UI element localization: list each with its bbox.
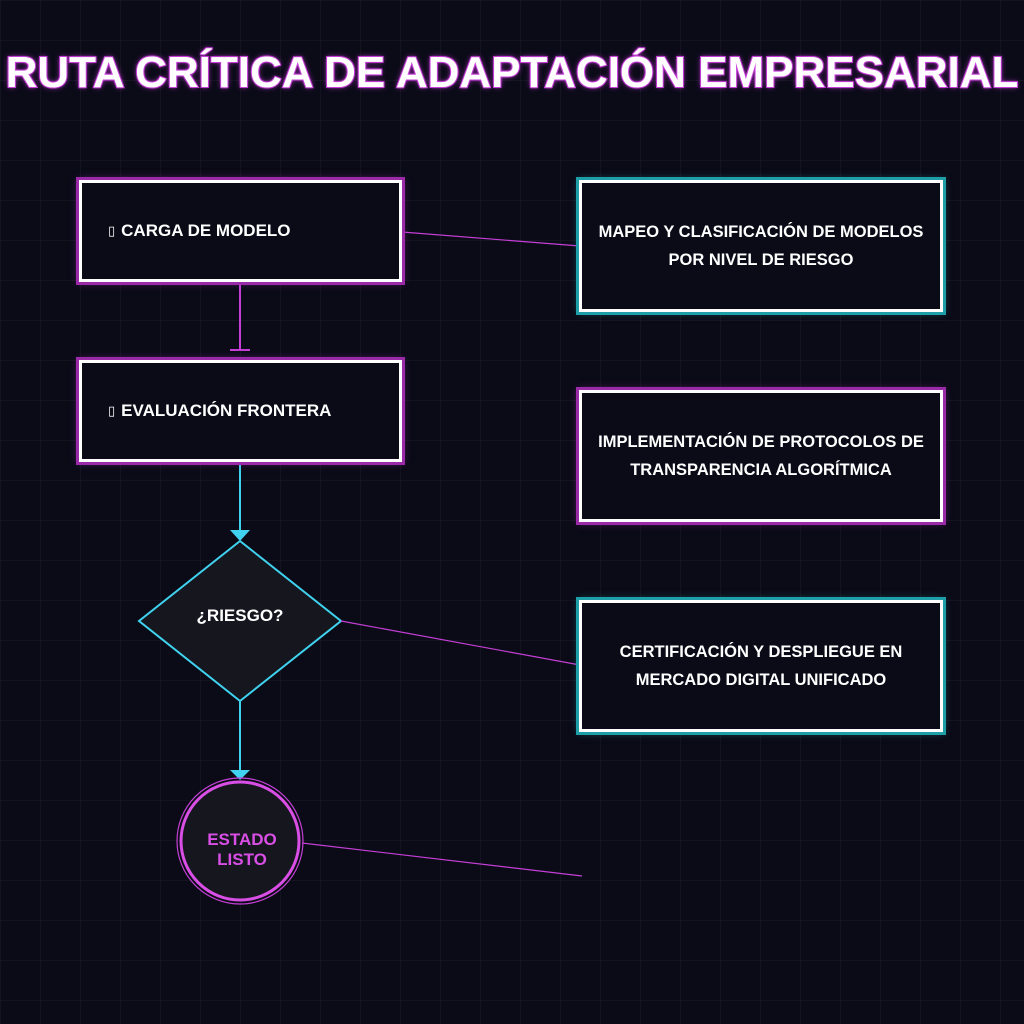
- doc-icon: ▯: [108, 223, 116, 238]
- info-transparency[interactable]: IMPLEMENTACIÓN DE PROTOCOLOS DE TRANSPAR…: [579, 390, 943, 522]
- arrowhead-eval-to-decision: [230, 530, 250, 541]
- link-load-to-mapping: [401, 231, 581, 247]
- info-certification-label: CERTIFICACIÓN Y DESPLIEGUE EN MERCADO DI…: [619, 643, 903, 689]
- decision-label: ¿RIESGO?: [196, 606, 284, 625]
- end-circle: [179, 780, 301, 902]
- link-decision-to-certification: [340, 620, 581, 666]
- step-load-model[interactable]: ▯CARGA DE MODELO: [79, 180, 402, 282]
- end-circle-outer: [176, 777, 304, 905]
- info-mapping[interactable]: MAPEO Y CLASIFICACIÓN DE MODELOS POR NIV…: [579, 180, 943, 312]
- info-mapping-label: MAPEO Y CLASIFICACIÓN DE MODELOS POR NIV…: [598, 223, 924, 269]
- step-frontier-eval[interactable]: ▯EVALUACIÓN FRONTERA: [79, 360, 402, 462]
- diagram-title: RUTA CRÍTICA DE ADAPTACIÓN EMPRESARIAL: [5, 47, 1020, 98]
- step-load-model-label: ▯CARGA DE MODELO: [108, 221, 291, 240]
- link-end-to-outside: [301, 842, 583, 877]
- doc-icon: ▯: [108, 403, 116, 418]
- arrowhead-decision-to-end: [230, 770, 250, 780]
- end-label-line2: LISTO: [217, 850, 267, 869]
- end-label: ESTADO LISTO: [190, 830, 294, 870]
- info-transparency-label: IMPLEMENTACIÓN DE PROTOCOLOS DE TRANSPAR…: [598, 433, 924, 479]
- info-certification[interactable]: CERTIFICACIÓN Y DESPLIEGUE EN MERCADO DI…: [579, 600, 943, 732]
- step-frontier-eval-label: ▯EVALUACIÓN FRONTERA: [108, 401, 332, 420]
- end-label-line1: ESTADO: [207, 830, 277, 849]
